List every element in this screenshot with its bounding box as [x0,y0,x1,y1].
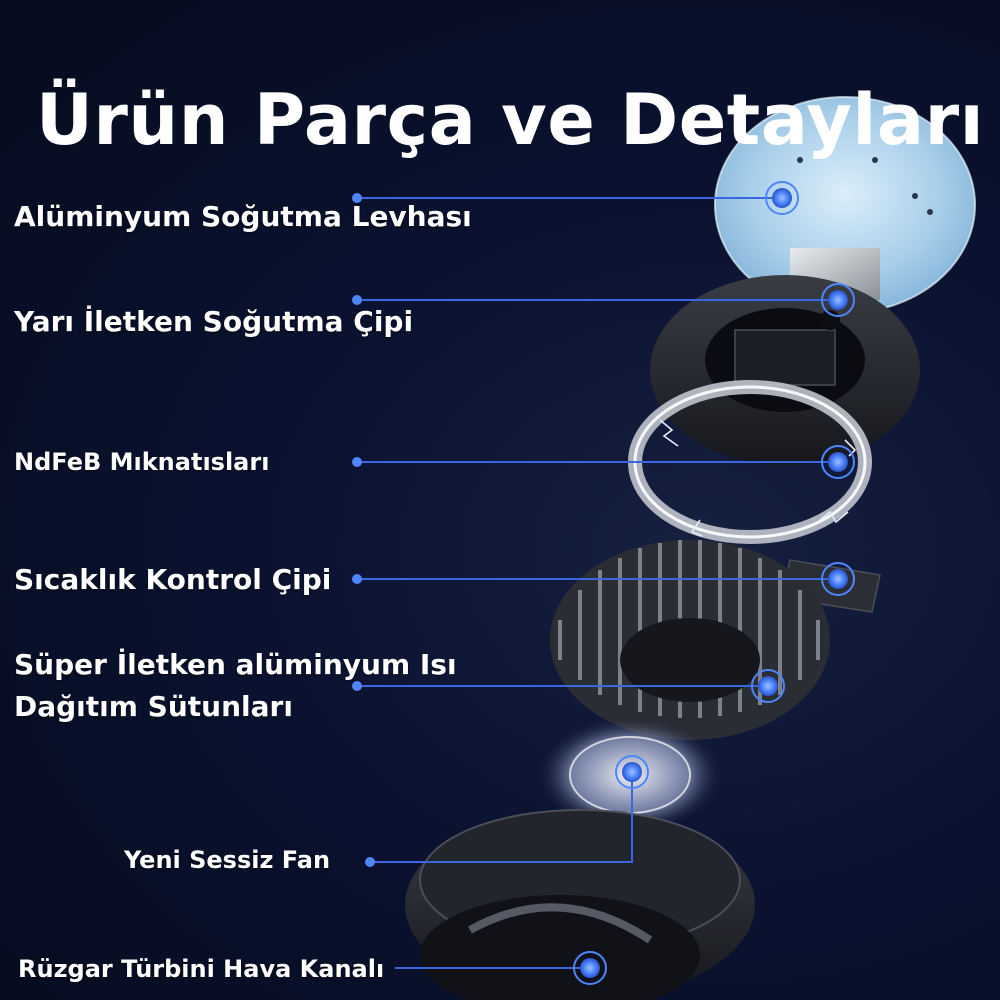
semiconductor-ring-image [650,275,920,465]
part-label-temperature-chip: Sıcaklık Kontrol Çipi [14,563,332,596]
leader-start-dots [352,193,375,867]
leader-lines [357,197,838,969]
part-label-heat-dissipation-columns: Süper İletken alüminyum Isı Dağıtım Sütu… [14,648,457,723]
target-markers [573,181,855,985]
heatsink-image [550,540,830,740]
marker-semiconductor [821,283,855,317]
page-title: Ürün Parça ve Detayları [36,79,985,161]
part-label-cooling-plate: Alüminyum Soğutma Levhası [14,200,472,233]
air-duct-image [405,809,755,1000]
marker-duct [573,951,607,985]
cooling-plate-image [714,96,976,314]
marker-fan [615,755,649,789]
marker-cooling-plate [765,181,799,215]
marker-magnet [821,445,855,479]
part-label-silent-fan: Yeni Sessiz Fan [124,846,331,874]
part-label-air-duct: Rüzgar Türbini Hava Kanalı [18,955,385,983]
leader-line-fan [370,772,633,863]
marker-heatsink [751,669,785,703]
marker-temperature [821,562,855,596]
part-label-semiconductor-chip: Yarı İletken Soğutma Çipi [14,305,414,338]
part-label-ndfeb-magnets: NdFeB Mıknatısları [14,448,270,476]
